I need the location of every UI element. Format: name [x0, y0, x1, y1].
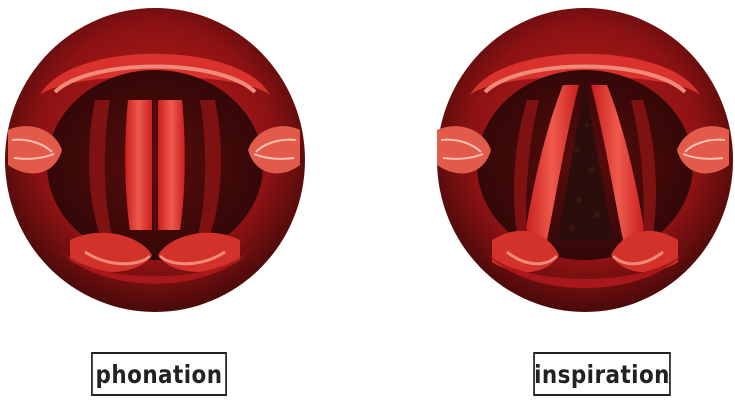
- inspiration-label: inspiration: [533, 352, 671, 396]
- phonation-label: phonation: [91, 352, 227, 396]
- phonation-panel: phonation: [0, 0, 367, 401]
- inspiration-panel: inspiration: [367, 0, 734, 401]
- phonation-larynx-illustration: [0, 0, 367, 330]
- vocal-fold-right: [158, 100, 185, 230]
- vocal-fold-left: [125, 100, 152, 230]
- inspiration-larynx-illustration: [367, 0, 734, 330]
